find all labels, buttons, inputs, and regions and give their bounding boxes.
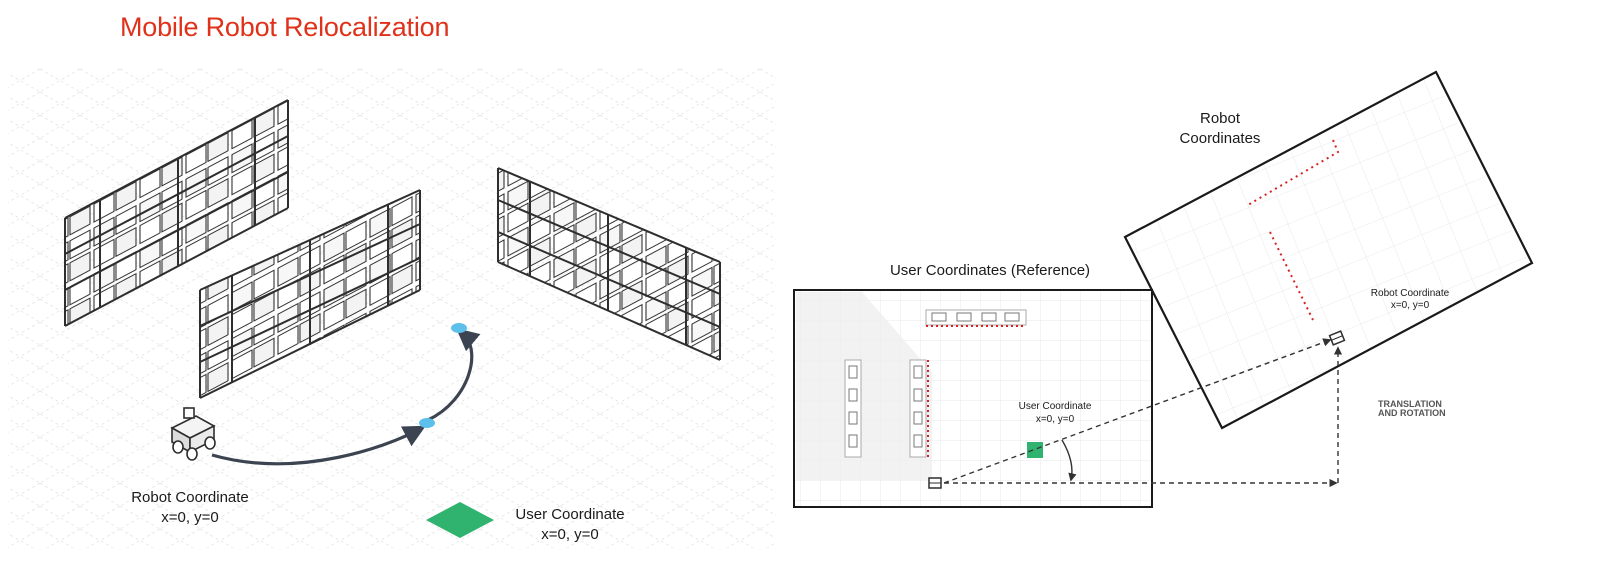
robot-frame-point-label-value: x=0, y=0 bbox=[1390, 300, 1430, 311]
coordinate-frames-scene bbox=[793, 70, 1534, 508]
robot-frame-point-label: Robot Coordinate x=0, y=0 bbox=[1350, 288, 1470, 312]
user-frame-point-label-value: x=0, y=0 bbox=[1035, 414, 1075, 425]
user-coordinate-label: User Coordinate x=0, y=0 bbox=[505, 505, 635, 545]
robot-frame-title-line1: Robot bbox=[1199, 110, 1241, 127]
warehouse-scene bbox=[8, 68, 776, 548]
waypoint-1 bbox=[419, 418, 435, 428]
transform-label: TRANSLATION AND ROTATION bbox=[1378, 400, 1468, 418]
shelf-unit-2 bbox=[199, 189, 421, 399]
shelf-unit-3 bbox=[497, 167, 721, 361]
trajectory-path-2 bbox=[427, 328, 481, 422]
robot-frame-robot-icon bbox=[1328, 330, 1346, 346]
transform-arrows bbox=[943, 338, 1343, 488]
robot-coordinate-label: Robot Coordinate x=0, y=0 bbox=[110, 488, 270, 528]
robot-frame-title-line2: Coordinates bbox=[1179, 130, 1261, 147]
rotated-axis-arrow bbox=[943, 338, 1332, 484]
robot-coordinate-label-name: Robot Coordinate bbox=[131, 489, 249, 506]
robot-frame-point-label-name: Robot Coordinate bbox=[1370, 288, 1450, 299]
user-coordinate-marker bbox=[426, 502, 494, 538]
transform-label-line2: AND ROTATION bbox=[1378, 408, 1446, 418]
waypoint-2 bbox=[451, 323, 467, 333]
user-coordinate-label-value: x=0, y=0 bbox=[541, 526, 599, 543]
user-frame-shelf-top bbox=[925, 309, 1027, 327]
user-frame bbox=[793, 289, 1153, 508]
user-frame-title: User Coordinates (Reference) bbox=[889, 262, 1091, 279]
robot-coordinate-label-value: x=0, y=0 bbox=[161, 509, 219, 526]
robot-frame-path-1 bbox=[1247, 139, 1340, 206]
robot-icon bbox=[170, 407, 216, 461]
robot-frame-title: Robot Coordinates bbox=[1160, 109, 1280, 149]
user-frame-robot-icon bbox=[928, 477, 942, 489]
user-frame-shelf-left bbox=[844, 359, 929, 458]
user-frame-user-marker bbox=[1027, 442, 1043, 458]
user-frame-point-label-name: User Coordinate bbox=[1018, 401, 1092, 412]
trajectory-path-1 bbox=[211, 425, 426, 466]
page-title: Mobile Robot Relocalization bbox=[120, 12, 450, 42]
user-coordinate-label-name: User Coordinate bbox=[515, 506, 625, 523]
transform-label-line1: TRANSLATION bbox=[1378, 399, 1442, 409]
user-frame-point-label: User Coordinate x=0, y=0 bbox=[1000, 400, 1110, 426]
robot-frame bbox=[1123, 70, 1534, 430]
rotation-angle-arc bbox=[1061, 439, 1077, 482]
robot-frame-path-2 bbox=[1269, 231, 1314, 321]
shelf-unit-1 bbox=[64, 99, 289, 327]
